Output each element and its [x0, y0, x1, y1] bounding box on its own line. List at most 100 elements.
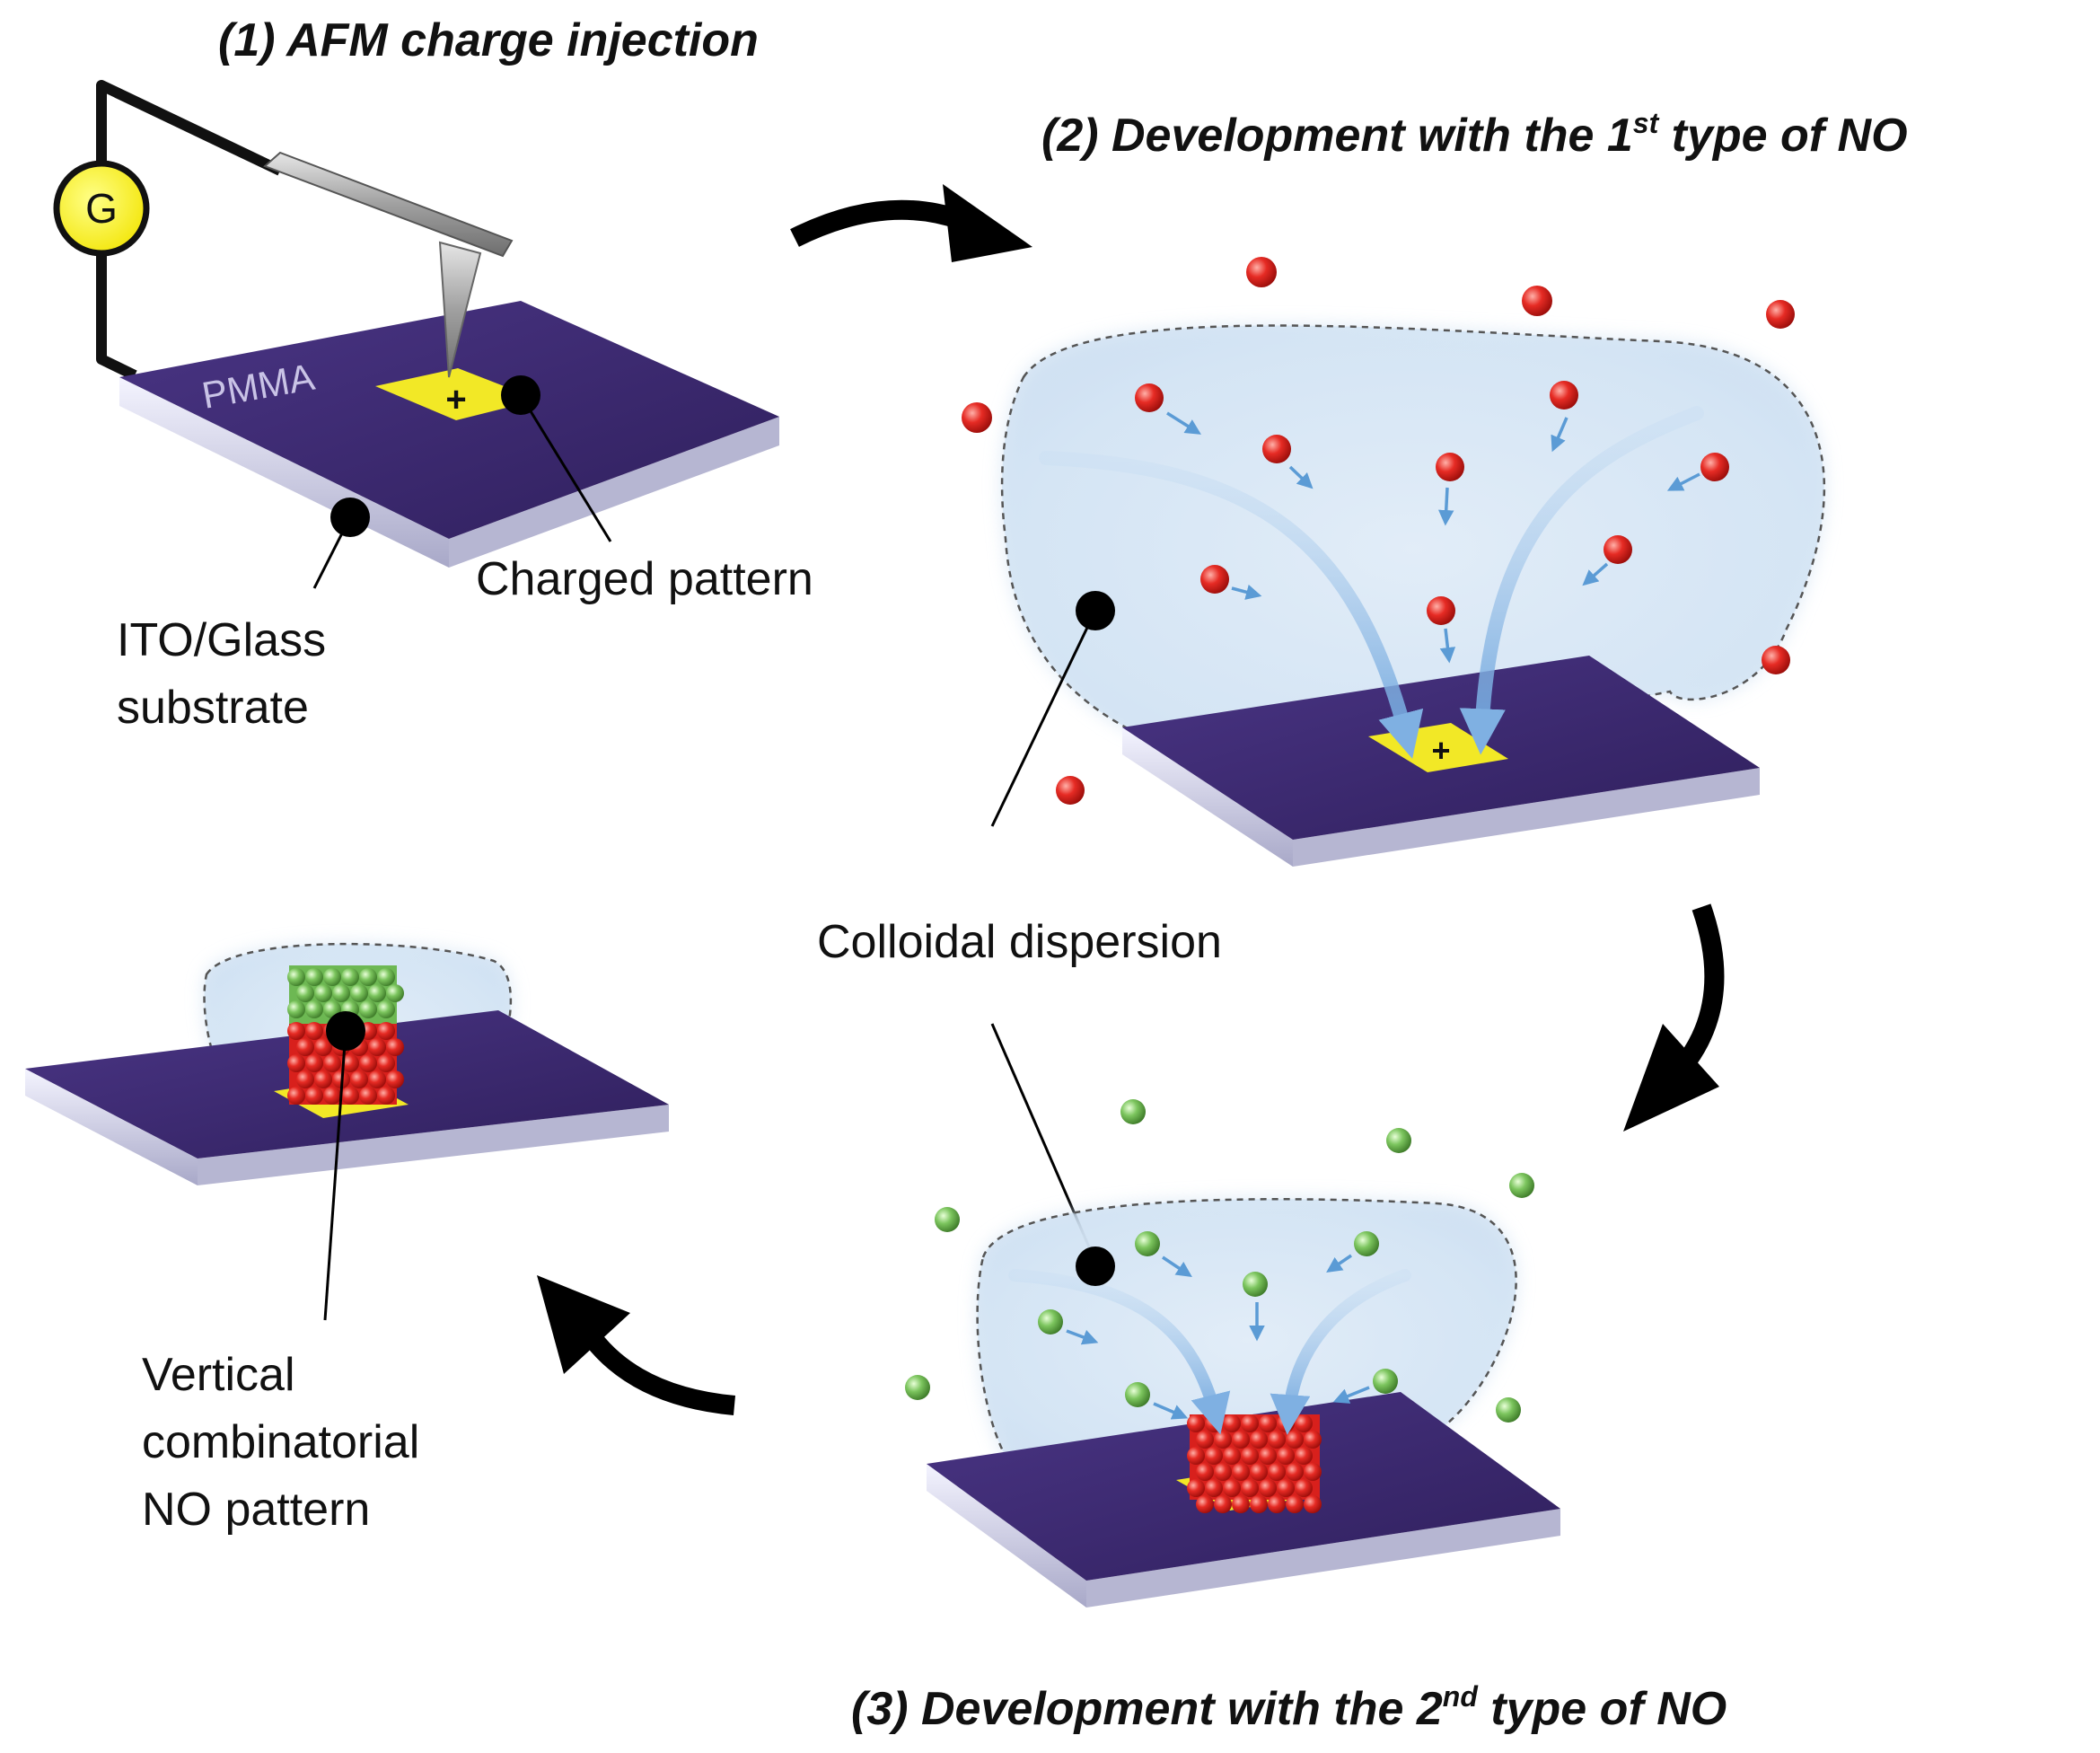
stack-sphere	[386, 1070, 404, 1088]
stack-sphere	[377, 1087, 395, 1105]
generator-icon	[53, 160, 150, 257]
step1-title: (1) AFM charge injection	[218, 14, 759, 66]
particle-green	[1243, 1272, 1268, 1297]
callout-dot-dispersion-3	[1076, 1246, 1115, 1286]
stack-sphere	[1241, 1447, 1259, 1465]
drift-arrow	[1166, 411, 1201, 435]
stack-sphere	[377, 1022, 395, 1040]
stack-sphere	[1223, 1447, 1241, 1465]
stack-sphere	[1196, 1495, 1214, 1513]
substrate-2-side	[1122, 727, 1293, 867]
stack-sphere	[1250, 1463, 1268, 1481]
arrow-1-to-2	[790, 199, 964, 247]
stack-sphere	[1241, 1479, 1259, 1497]
stack-sphere	[296, 984, 314, 1002]
particle-red	[1604, 535, 1632, 564]
stack-sphere	[1223, 1414, 1241, 1432]
drift-arrow	[1439, 628, 1456, 664]
result-label-line2: combinatorial	[142, 1416, 419, 1468]
particle-red	[1700, 453, 1729, 481]
particle-red	[1427, 596, 1455, 625]
afm-tip	[438, 241, 482, 378]
stack-sphere	[368, 1038, 386, 1056]
flow-stream-right-2	[1459, 406, 1704, 755]
drift-arrow	[1066, 1329, 1099, 1345]
red-particle-stack-3	[1187, 1414, 1322, 1513]
colloidal-dispersion-label: Colloidal dispersion	[817, 916, 1222, 968]
particle-red	[962, 402, 992, 433]
stack-sphere	[1268, 1431, 1286, 1449]
panel-development-1: +	[962, 257, 1826, 867]
stack-sphere	[287, 1000, 305, 1018]
stack-sphere	[1304, 1495, 1322, 1513]
stack-sphere	[377, 968, 395, 986]
stack-sphere	[377, 1000, 395, 1018]
stack-sphere	[296, 1070, 314, 1088]
stack-sphere	[305, 1054, 323, 1072]
flow-stream-left-3	[1008, 1269, 1231, 1435]
particle-green	[1038, 1309, 1063, 1335]
stack-sphere	[386, 1038, 404, 1056]
drift-arrow	[1231, 584, 1262, 600]
drift-arrow	[1326, 1254, 1352, 1273]
stack-sphere	[341, 1087, 359, 1105]
particle-green	[1509, 1173, 1534, 1198]
particle-green	[1125, 1382, 1150, 1407]
particle-red	[1436, 453, 1464, 481]
drift-arrow	[1551, 417, 1568, 453]
callout-line-dispersion-2	[990, 610, 1097, 827]
arrow-2-to-3	[1679, 903, 1725, 1066]
stack-sphere	[350, 1070, 368, 1088]
stack-sphere	[1250, 1431, 1268, 1449]
flow-stream-left-2	[1039, 451, 1424, 759]
stack-sphere	[1187, 1479, 1205, 1497]
step3-title-main: (3) Development with the 2	[851, 1683, 1443, 1735]
substrate-2-side-right	[1293, 768, 1760, 867]
step2-title-rest: type of NO	[1658, 110, 1907, 162]
stack-sphere	[1232, 1495, 1250, 1513]
charge-sign: +	[445, 380, 466, 419]
stack-sphere	[377, 1054, 395, 1072]
particle-green	[935, 1207, 960, 1232]
particles-type2	[905, 1099, 1534, 1423]
drift-arrow	[1332, 1386, 1370, 1404]
stack-sphere	[1277, 1479, 1295, 1497]
stack-sphere	[323, 968, 341, 986]
stack-sphere	[287, 1087, 305, 1105]
particle-red	[1762, 646, 1790, 674]
step2-title-sup: st	[1633, 107, 1660, 139]
stack-sphere	[1286, 1431, 1304, 1449]
particle-red	[1262, 435, 1291, 463]
stack-sphere	[1196, 1463, 1214, 1481]
stack-sphere	[1295, 1414, 1313, 1432]
stack-sphere	[386, 984, 404, 1002]
stack-sphere	[1214, 1431, 1232, 1449]
result-label-line3: NO pattern	[142, 1484, 370, 1536]
drift-arrow	[1153, 1402, 1189, 1420]
stack-sphere	[1223, 1479, 1241, 1497]
result-label-line1: Vertical	[142, 1349, 295, 1401]
particle-red	[1200, 565, 1229, 594]
stack-sphere	[341, 968, 359, 986]
stack-sphere	[1205, 1479, 1223, 1497]
substrate-side-right	[449, 417, 779, 568]
stack-sphere	[1259, 1479, 1277, 1497]
stack-sphere	[305, 1000, 323, 1018]
particle-green	[1354, 1231, 1379, 1256]
stack-sphere	[1286, 1495, 1304, 1513]
substrate-label-line2: substrate	[117, 682, 309, 734]
particle-green	[905, 1375, 930, 1400]
arrow-3-to-result-head	[537, 1275, 630, 1374]
particle-green	[1496, 1397, 1521, 1423]
drift-arrow	[1582, 562, 1609, 586]
stack-sphere	[314, 1070, 332, 1088]
step3-title: (3) Development with the 2nd type of NO	[851, 1680, 1727, 1735]
stack-sphere	[323, 1054, 341, 1072]
stack-sphere	[1214, 1495, 1232, 1513]
afm-cantilever	[263, 151, 514, 258]
stack-sphere	[350, 984, 368, 1002]
generator-label: G	[85, 185, 118, 232]
stack-sphere	[1232, 1431, 1250, 1449]
drift-arrow	[1666, 472, 1700, 491]
stack-sphere	[287, 968, 305, 986]
